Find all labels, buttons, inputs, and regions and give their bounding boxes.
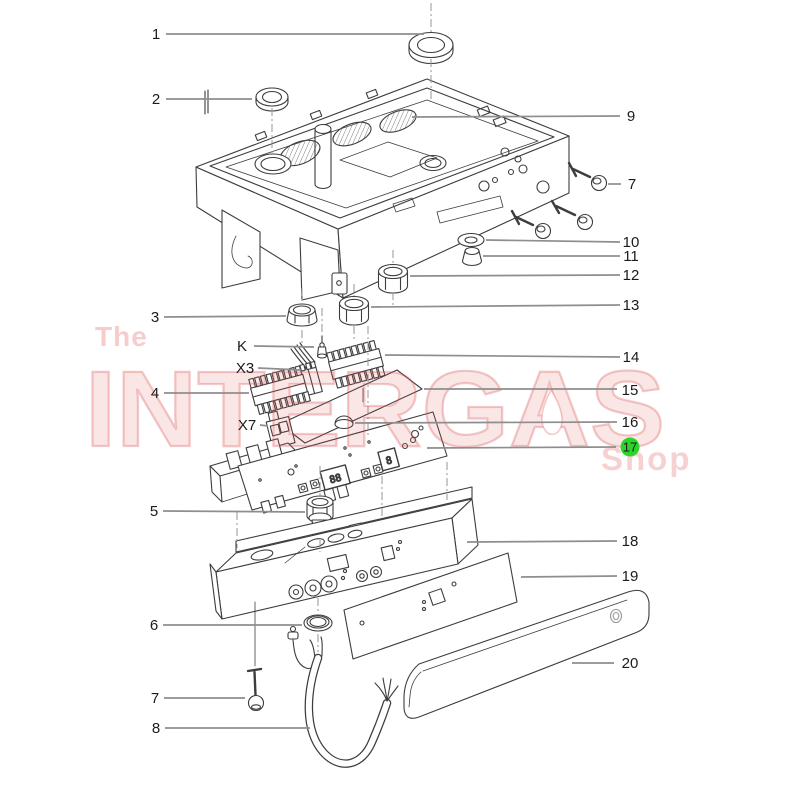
callout-17-label: 17 [623,440,637,455]
screw-7-left-drawing [246,601,265,712]
terminal-block-14-drawing [326,340,386,403]
x7-connector-drawing [265,410,296,449]
callout-2-label: 2 [152,91,160,108]
pcb-17-drawing: 88 8 [209,411,448,514]
callout-14-label: 14 [623,349,640,366]
callout-x7-label: X7 [238,417,256,434]
callout-10-label: 10 [623,234,640,251]
nut-13-drawing [338,295,370,326]
nut-11-drawing [461,246,483,267]
nut-12-drawing [377,263,409,294]
callout-8-label: 8 [152,720,160,737]
lower-housing-18-drawing [209,486,479,620]
watermark-prefix: The [95,321,148,352]
callout-12-label: 12 [623,267,640,284]
callout-7-right-label: 7 [628,176,636,193]
callout-x3-label: X3 [236,360,254,377]
callout-13-label: 13 [623,297,640,314]
construction-lines [236,3,448,652]
label-strip-19-drawing [343,552,518,660]
grommet-1-drawing [408,31,454,65]
callout-5-label: 5 [150,503,158,520]
insulation-sheet-15-drawing [279,369,423,444]
callout-18-label: 18 [622,533,639,550]
callout-4-label: 4 [151,385,159,402]
callout-1-label: 1 [152,26,160,43]
callout-20-label: 20 [622,655,639,672]
grommet-6-drawing [303,614,333,632]
callout-labels: 1 2 3 4 5 6 7 8 K X3 X7 9 7 10 11 12 13 … [150,26,640,737]
callout-19-label: 19 [622,568,639,585]
leader-lines [162,33,621,729]
callout-6-label: 6 [150,617,158,634]
callout-k-label: K [237,338,247,355]
screws-7-right-drawing [510,161,608,240]
watermark: The INTERGAS Shop [84,321,691,477]
front-cover-20-drawing [403,589,650,719]
washer-10-drawing [457,232,485,248]
callout-16-label: 16 [622,414,639,431]
callout-7-left-label: 7 [151,690,159,707]
watermark-suffix: Shop [601,440,691,477]
display-two-digit: 88 [328,473,342,487]
grommet-2-drawing [255,87,289,112]
callout-15-label: 15 [622,382,639,399]
nut-3-drawing [286,303,318,327]
watermark-flame-icon [540,388,563,436]
callout-9-label: 9 [627,108,635,125]
cable-8-drawing [287,625,399,768]
callout-3-label: 3 [151,309,159,326]
callout-11-label: 11 [623,248,639,265]
display-one-digit: 8 [385,455,394,467]
k-sensor-drawing [316,335,328,359]
callout-17-highlight [620,437,640,457]
buzzer-16-drawing [334,415,354,430]
watermark-brand: INTERGAS [85,348,665,469]
